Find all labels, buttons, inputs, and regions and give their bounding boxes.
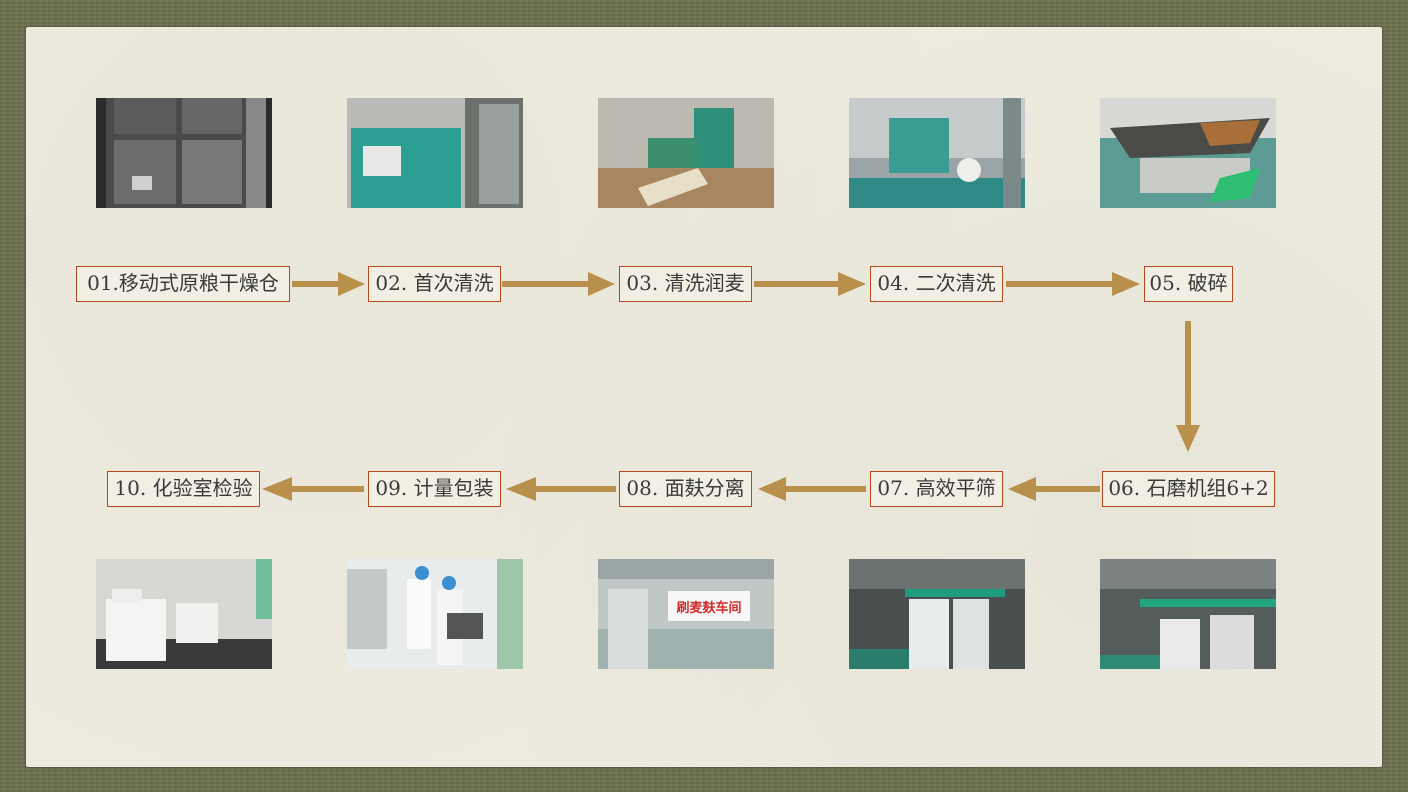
step-01: 01.移动式原粮干燥仓	[76, 266, 290, 302]
photo-packaging	[347, 559, 523, 669]
photo-lab	[96, 559, 272, 669]
step-08: 08. 面麸分离	[619, 471, 752, 507]
photo-bran-workshop: 刷麦麸车间	[598, 559, 774, 669]
step-10: 10. 化验室检验	[107, 471, 260, 507]
photo-sifter	[849, 559, 1025, 669]
step-03: 03. 清洗润麦	[619, 266, 752, 302]
workshop-sign-text: 刷麦麸车间	[676, 600, 741, 616]
step-06: 06. 石磨机组6+2	[1102, 471, 1275, 507]
photo-stone-mill	[1100, 559, 1276, 669]
step-05: 05. 破碎	[1144, 266, 1233, 302]
step-09: 09. 计量包装	[368, 471, 501, 507]
step-02: 02. 首次清洗	[368, 266, 501, 302]
photo-wash-temper	[598, 98, 774, 208]
photo-crushing	[1100, 98, 1276, 208]
step-07: 07. 高效平筛	[870, 471, 1003, 507]
photo-drying-bin	[96, 98, 272, 208]
photo-second-cleaning	[849, 98, 1025, 208]
photo-first-cleaning	[347, 98, 523, 208]
step-04: 04. 二次清洗	[870, 266, 1003, 302]
